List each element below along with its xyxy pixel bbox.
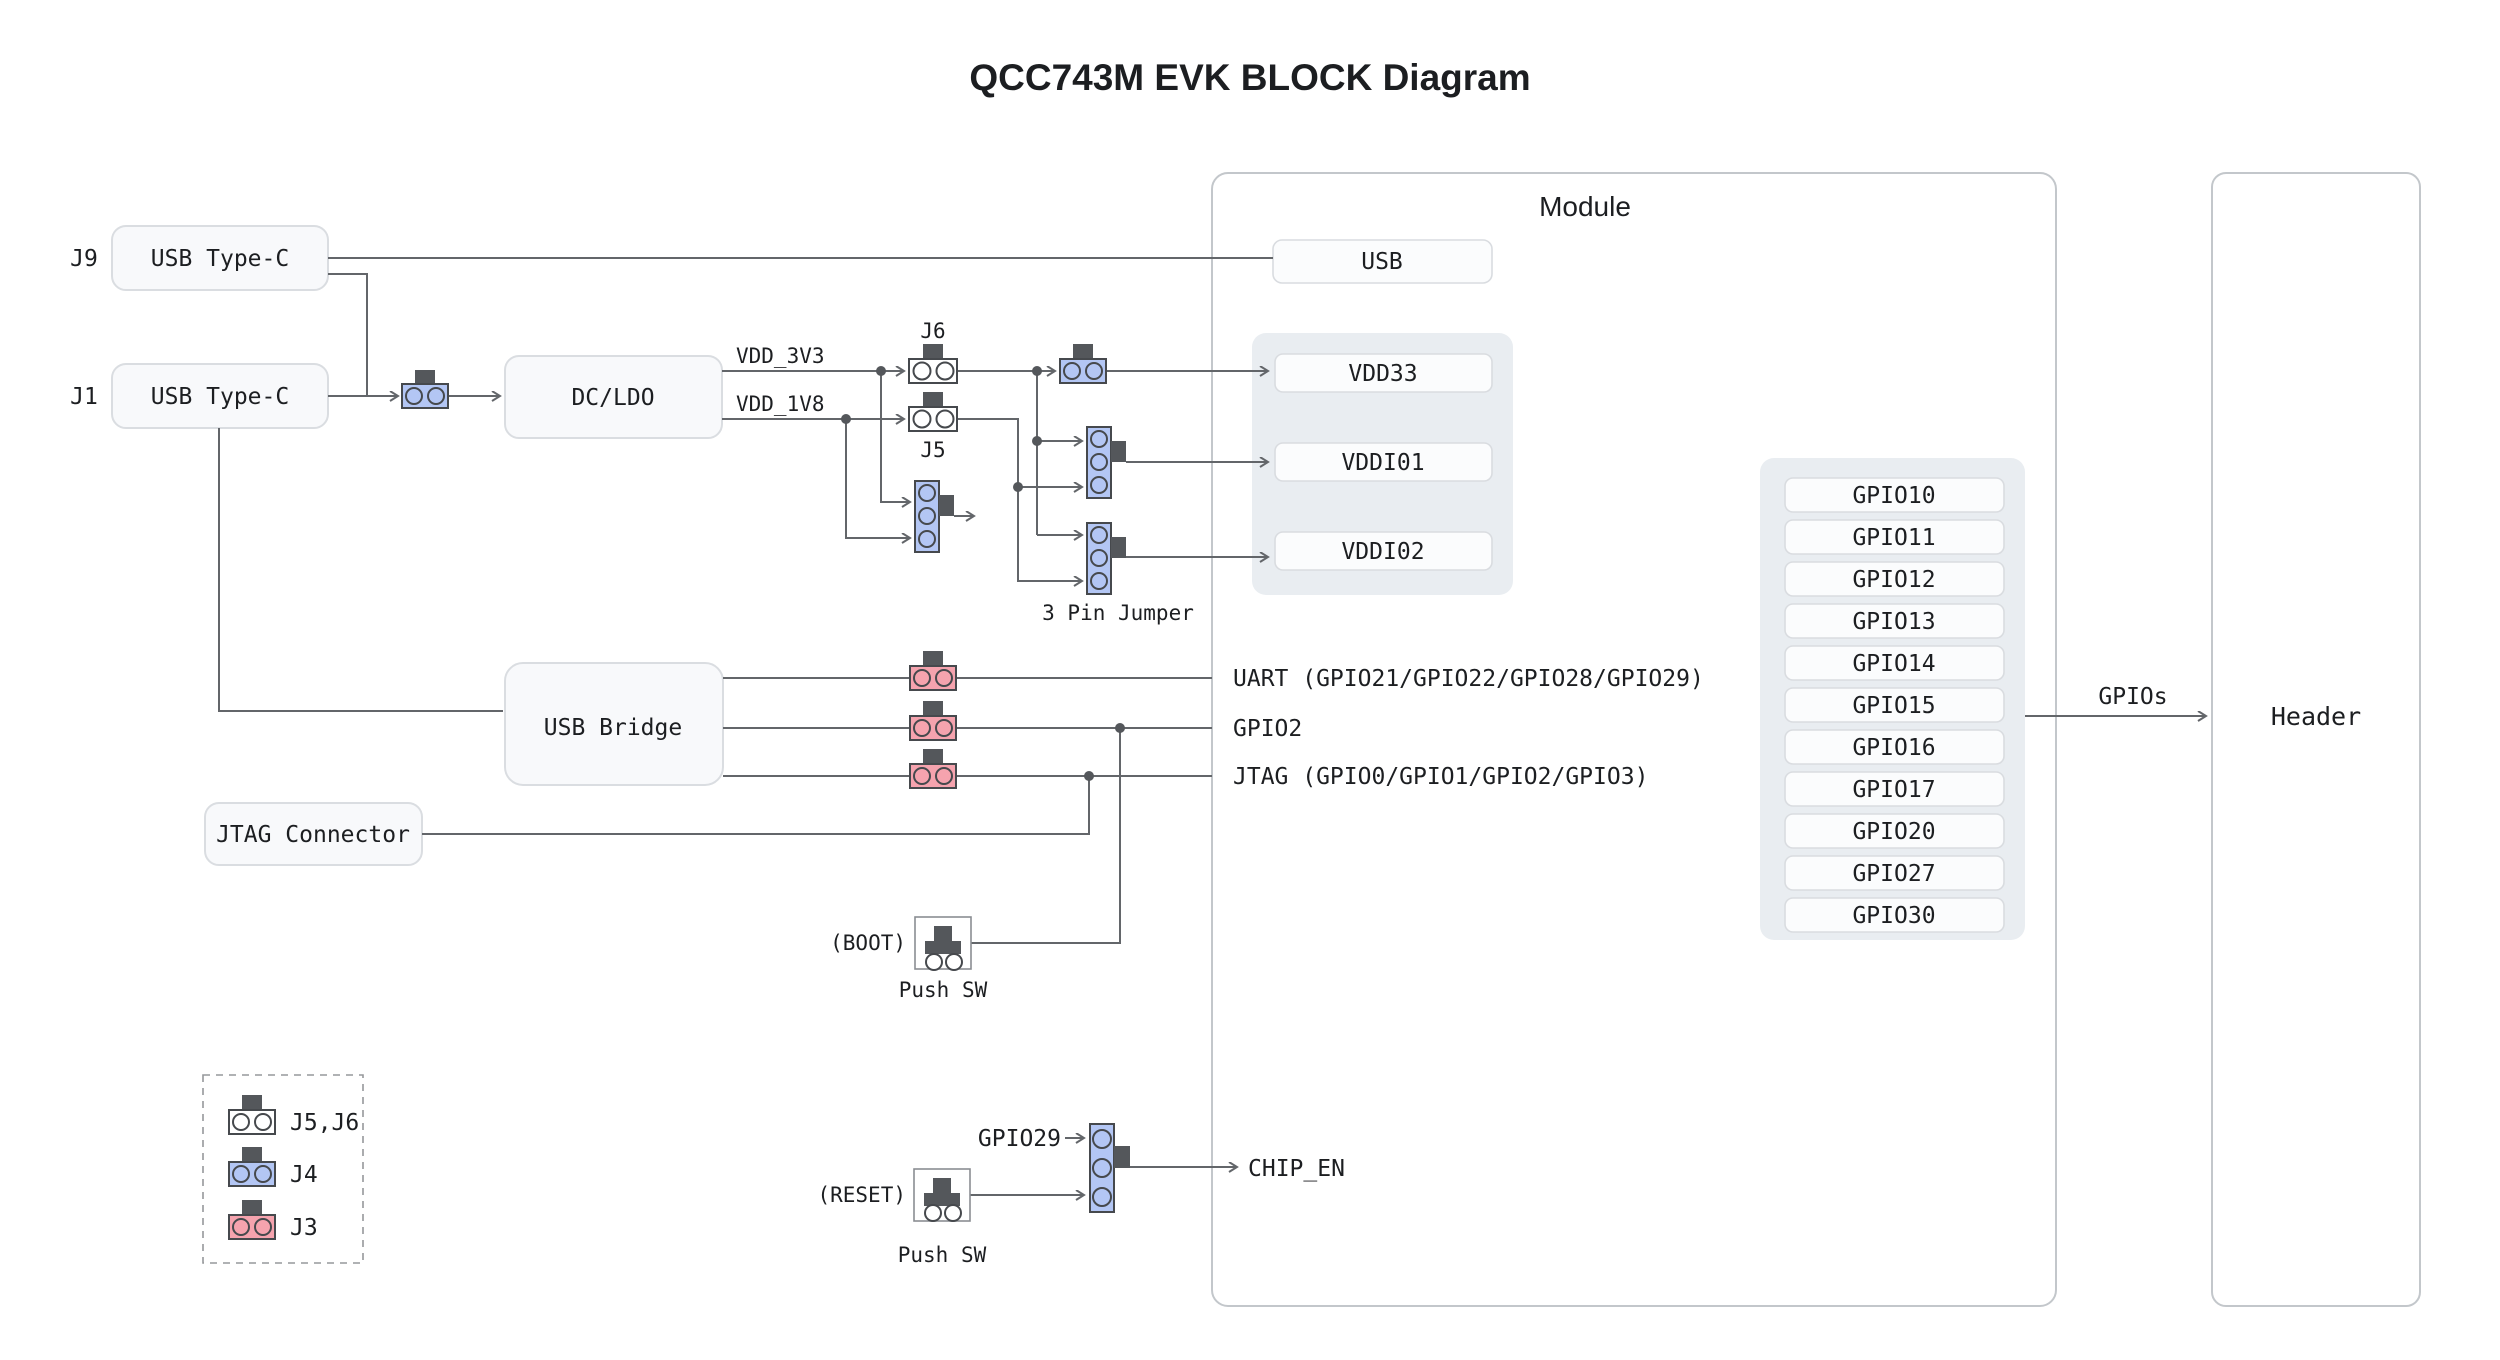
jumper-3pin-select-icon [914,480,954,553]
chip-en-label: CHIP_EN [1248,1156,1345,1182]
gpio-pin-box [1784,855,2005,891]
boot-push-sw-label: Push SW [899,978,988,1002]
gpio-pin-box [1784,687,2005,723]
jtag-signal-label: JTAG (GPIO0/GPIO1/GPIO2/GPIO3) [1233,764,1648,790]
gpio-pin-label: GPIO10 [1852,483,1935,509]
vddi02-box [1274,531,1493,571]
legend-pink-label: J3 [290,1215,318,1241]
gpio-pin-box [1784,897,2005,933]
connector-wires [218,257,2206,1195]
gpio-pin-label: GPIO14 [1852,651,1935,677]
j5-label: J5 [920,438,945,462]
legend-white-label: J5,J6 [290,1110,359,1136]
vdd33-box [1274,353,1493,393]
vdd-1v8-label: VDD_1V8 [736,392,825,416]
boot-push-switch-icon [914,916,972,971]
jtag-connector-label: JTAG Connector [216,822,410,848]
module-title: Module [1539,191,1631,222]
dc-ldo-label: DC/LDO [571,385,654,411]
vddi01-label: VDDI01 [1341,450,1424,476]
boot-label: (BOOT) [830,931,906,955]
three-pin-jumper-label: 3 Pin Jumper [1042,601,1194,625]
usb-type-c-j9-label: USB Type-C [151,246,289,272]
page-title: QCC743M EVK BLOCK Diagram [969,57,1530,98]
gpio-pin-label: GPIO20 [1852,819,1935,845]
jumper-vdd33-icon [1059,344,1107,384]
gpios-label: GPIOs [2098,684,2167,710]
j1-ref-label: J1 [70,384,98,410]
gpio-pin-label: GPIO11 [1852,525,1935,551]
vdd-3v3-label: VDD_3V3 [736,344,825,368]
gpio-pin-box [1784,561,2005,597]
gpio-pin-list [1784,477,2005,933]
wire-j1-to-usb-bridge [218,428,503,712]
dc-ldo-box [504,355,723,439]
usb-bridge-box [504,662,724,786]
wire-j5-out [957,418,1082,581]
legend-blue-label: J4 [290,1162,318,1188]
gpio29-label: GPIO29 [978,1126,1061,1152]
gpio-pin-box [1784,603,2005,639]
gpio-pin-label: GPIO27 [1852,861,1935,887]
jumper-j4-power-icon [401,370,449,409]
gpio-pin-label: GPIO17 [1852,777,1935,803]
legend-white-jumper-icon [228,1095,276,1135]
legend-box [202,1074,364,1264]
gpio-pin-label: GPIO12 [1852,567,1935,593]
gpio-pin-box [1784,729,2005,765]
module-usb-label: USB [1361,249,1403,275]
gpio-pin-label: GPIO16 [1852,735,1935,761]
legend-pink-jumper-icon [228,1200,276,1240]
wire-boot-to-gpio2 [971,728,1121,944]
gpio-pin-box [1784,477,2005,513]
legend-blue-jumper-icon [228,1147,276,1187]
jumper-j3-uart-icon [909,651,957,691]
gpio-pin-label: GPIO30 [1852,903,1935,929]
header-label: Header [2271,702,2361,731]
gpio-pin-label: GPIO13 [1852,609,1935,635]
legend: J5,J6 J4 J3 [202,1074,364,1264]
uart-signal-label: UART (GPIO21/GPIO22/GPIO28/GPIO29) [1233,666,1704,692]
junction-dots [841,366,1125,781]
header-box [2211,172,2421,1307]
jumper-j3-jtag-icon [909,749,957,789]
jumper-j3-gpio2-icon [909,701,957,741]
gpio-pin-box [1784,645,2005,681]
gpio-pin-box [1784,519,2005,555]
jumper-j5-icon [908,392,958,432]
jumper-3pin-vddi01-icon [1086,426,1126,499]
vdd33-label: VDD33 [1348,361,1417,387]
wire-j9-stub [328,273,368,396]
usb-type-c-j1-label: USB Type-C [151,384,289,410]
gpio-pin-label: GPIO15 [1852,693,1935,719]
gpio-pin-box [1784,813,2005,849]
vddi02-label: VDDI02 [1341,539,1424,565]
gpio2-signal-label: GPIO2 [1233,716,1302,742]
j9-ref-label: J9 [70,246,98,272]
reset-label: (RESET) [817,1183,906,1207]
vddi01-box [1274,442,1493,482]
jumper-3pin-chip-en-icon [1089,1123,1130,1213]
wire-jtag-connector [422,776,1090,835]
jumper-3pin-vddi02-icon [1086,522,1126,595]
wire-1v8-to-left-jumper [845,419,910,538]
j6-label: J6 [920,319,945,343]
reset-push-sw-label: Push SW [898,1243,987,1267]
reset-push-switch-icon [913,1168,971,1222]
gpio-pin-box [1784,771,2005,807]
module-usb-box [1272,239,1493,284]
wire-3v3-to-left-jumper [880,371,910,502]
usb-bridge-label: USB Bridge [544,715,682,741]
jumper-j6-icon [908,344,958,384]
gpio-pin-labels: GPIO10 GPIO11 GPIO12 GPIO13 GPIO14 GPIO1… [1852,483,1935,929]
